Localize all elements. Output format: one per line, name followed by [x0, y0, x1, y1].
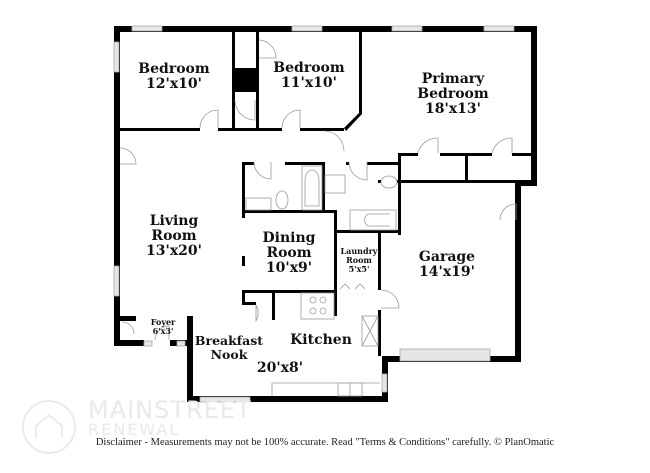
- room-size: 18'x13': [425, 101, 481, 118]
- room-name-line1: Living: [149, 213, 199, 229]
- room-size: 12'x10': [146, 76, 202, 93]
- room-label-bedroom-3: Bedroom 11'x10': [273, 60, 345, 92]
- windows: [113, 25, 515, 403]
- room-name-line1: Breakfast: [194, 333, 264, 348]
- room-name: Bedroom: [138, 61, 210, 77]
- interior-walls: [120, 32, 531, 356]
- room-name-line2: Room: [346, 254, 372, 265]
- room-size: 14'x19': [419, 264, 475, 281]
- room-size: 13'x20': [146, 243, 202, 260]
- fixtures: [245, 165, 398, 397]
- room-label-dining-room: Dining Room 10'x9': [262, 230, 316, 277]
- room-name-line1: Dining: [262, 230, 316, 246]
- room-label-living-room: Living Room 13'x20': [146, 213, 202, 260]
- room-label-kitchen: Kitchen: [290, 332, 352, 348]
- room-name: Kitchen: [290, 332, 352, 348]
- room-size: 5'x5': [348, 263, 370, 274]
- room-name-line2: Room: [266, 245, 312, 262]
- doors: [119, 39, 517, 341]
- room-label-laundry-room: Laundry Room 5'x5': [341, 247, 378, 273]
- room-label-kitchen-size: 20'x8': [256, 360, 304, 376]
- room-name-line1: Primary: [421, 71, 485, 87]
- room-size: 10'x9': [265, 260, 313, 277]
- room-label-foyer: Foyer 6'x3': [151, 318, 176, 336]
- room-name-line1: Laundry: [340, 246, 378, 256]
- watermark-line1: MAINSTREET: [88, 396, 252, 424]
- watermark-brand: MAINSTREET RENEWAL: [88, 396, 252, 440]
- room-size: 11'x10': [281, 75, 337, 92]
- room-name: Foyer: [150, 317, 176, 327]
- room-size: 6'x3': [152, 325, 174, 336]
- disclaimer-text: Disclaimer - Measurements may not be 100…: [95, 437, 555, 448]
- room-label-bedroom-2: Bedroom 12'x10': [138, 61, 210, 93]
- room-size: 20'x8': [256, 360, 304, 376]
- room-name: Bedroom: [273, 60, 345, 76]
- mainstreet-logo-icon: [22, 400, 76, 454]
- room-name: Garage: [418, 249, 476, 265]
- room-label-primary-bedroom: Primary Bedroom 18'x13': [417, 71, 489, 118]
- room-name-line2: Room: [151, 228, 197, 245]
- room-name-line2: Nook: [210, 346, 248, 362]
- room-name-line2: Bedroom: [417, 86, 489, 103]
- room-label-garage: Garage 14'x19': [418, 249, 476, 281]
- room-label-breakfast-nook: Breakfast Nook: [195, 334, 263, 361]
- watermark-line2: RENEWAL: [88, 420, 181, 439]
